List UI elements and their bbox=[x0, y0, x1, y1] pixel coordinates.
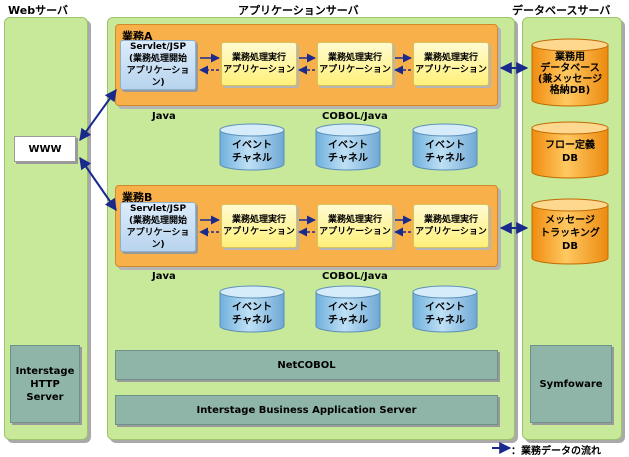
lane-b-channel-1-line-2: チャネル bbox=[232, 315, 272, 326]
lane-a-app-2-line-2: アプリケーション bbox=[319, 65, 391, 75]
lane-a-app-2-line-1: 業務処理実行 bbox=[327, 53, 382, 63]
db-flow: フロー定義 DB bbox=[532, 140, 608, 170]
interstage-http-server: Interstage HTTP Server bbox=[10, 345, 80, 423]
lane-b-channel-3-cylinder bbox=[412, 285, 478, 333]
lane-b-app-3-line-1: 業務処理実行 bbox=[423, 215, 478, 225]
lane-b-app-2-line-2: アプリケーション bbox=[319, 227, 391, 237]
lane-b-servlet-line-2: (業務処理開始 bbox=[128, 216, 188, 226]
lane-a-servlet-line-1: Servlet/JSP bbox=[129, 42, 187, 52]
lane-b-title: 業務B bbox=[122, 191, 153, 204]
lane-a-app-2: 業務処理実行 アプリケーション bbox=[317, 42, 393, 86]
ibas-bar: Interstage Business Application Server bbox=[115, 395, 498, 425]
db-tracking-line-2: トラッキング bbox=[540, 228, 600, 239]
lane-b-channel-3-line-1: イベント bbox=[425, 302, 465, 313]
lane-b-app-1-line-1: 業務処理実行 bbox=[231, 215, 286, 225]
lane-a-channel-2-cylinder bbox=[315, 123, 381, 171]
db-tracking: メッセージ トラッキング DB bbox=[532, 215, 608, 257]
lane-a-channel-3: イベント チャネル bbox=[413, 140, 477, 170]
lane-b-channel-2-cylinder bbox=[315, 285, 381, 333]
db-server-title: データベースサーバ bbox=[512, 4, 611, 17]
lane-a-app-1-line-1: 業務処理実行 bbox=[231, 53, 286, 63]
lane-a-app-3-line-2: アプリケーション bbox=[415, 65, 487, 75]
lane-a-servlet-line-3: アプリケーション) bbox=[126, 66, 190, 88]
lane-a-app-3-line-1: 業務処理実行 bbox=[423, 53, 478, 63]
lane-a-channel-1: イベント チャネル bbox=[220, 140, 284, 170]
lane-a-lang-java: Java bbox=[152, 111, 176, 122]
db-business-line-3: (兼メッセージ bbox=[537, 74, 603, 85]
arrow-www-lane-a bbox=[79, 89, 117, 141]
lane-b-app-3: 業務処理実行 アプリケーション bbox=[413, 204, 489, 248]
lane-b-channel-3-line-2: チャネル bbox=[425, 315, 465, 326]
web-server-title: Webサーバ bbox=[8, 4, 68, 17]
arrow-www-lane-b bbox=[79, 157, 117, 211]
lane-a-channel-3-line-2: チャネル bbox=[425, 153, 465, 164]
lane-b-channel-2-line-1: イベント bbox=[328, 302, 368, 313]
lane-b-channel-1: イベント チャネル bbox=[220, 302, 284, 332]
legend-label: ：業務データの流れ bbox=[511, 446, 601, 457]
lane-b-lang-cobol: COBOL/Java bbox=[322, 271, 388, 282]
lane-a-channel-2: イベント チャネル bbox=[316, 140, 380, 170]
http-server-line-3: Server bbox=[26, 391, 64, 403]
lane-b-app-1: 業務処理実行 アプリケーション bbox=[221, 204, 297, 248]
lane-b-channel-1-line-1: イベント bbox=[232, 302, 272, 313]
lane-a-channel-1-line-1: イベント bbox=[232, 140, 272, 151]
lane-b-servlet-box: Servlet/JSP (業務処理開始 アプリケーション) bbox=[120, 202, 196, 252]
lane-b-servlet-line-1: Servlet/JSP bbox=[129, 204, 187, 214]
db-business-line-2: データベース bbox=[540, 63, 600, 74]
lane-a-channel-2-line-2: チャネル bbox=[328, 153, 368, 164]
lane-b-app-1-line-2: アプリケーション bbox=[223, 227, 295, 237]
lane-a-app-1-line-2: アプリケーション bbox=[223, 65, 295, 75]
db-cylinder-tracking bbox=[531, 198, 609, 265]
lane-a-app-3: 業務処理実行 アプリケーション bbox=[413, 42, 489, 86]
lane-a-channel-3-cylinder bbox=[412, 123, 478, 171]
lane-b-app-3-line-2: アプリケーション bbox=[415, 227, 487, 237]
lane-a-channel-1-line-2: チャネル bbox=[232, 153, 272, 164]
db-flow-line-2: DB bbox=[562, 153, 578, 164]
lane-b-channel-2: イベント チャネル bbox=[316, 302, 380, 332]
lane-b-channel-1-cylinder bbox=[219, 285, 285, 333]
lane-b-channel-3: イベント チャネル bbox=[413, 302, 477, 332]
lane-a-lang-cobol: COBOL/Java bbox=[322, 111, 388, 122]
lane-a-servlet-line-2: (業務処理開始 bbox=[128, 54, 188, 64]
db-business: 業務用 データベース (兼メッセージ 格納DB) bbox=[532, 52, 608, 102]
db-tracking-line-3: DB bbox=[562, 241, 578, 252]
www-box: WWW bbox=[14, 136, 76, 162]
lane-a-channel-1-cylinder bbox=[219, 123, 285, 171]
lane-b-app-2: 業務処理実行 アプリケーション bbox=[317, 204, 393, 248]
netcobol-bar: NetCOBOL bbox=[115, 350, 498, 380]
symfoware-box: Symfoware bbox=[530, 345, 612, 423]
db-business-line-1: 業務用 bbox=[555, 52, 585, 63]
db-cylinder-business bbox=[531, 38, 609, 107]
lane-b-servlet-line-3: アプリケーション) bbox=[126, 228, 190, 250]
db-cylinder-flow bbox=[531, 121, 609, 179]
lane-a-channel-2-line-1: イベント bbox=[328, 140, 368, 151]
db-business-line-4: 格納DB) bbox=[549, 85, 591, 96]
lane-a-app-1: 業務処理実行 アプリケーション bbox=[221, 42, 297, 86]
app-server-title: アプリケーションサーバ bbox=[238, 4, 359, 17]
db-flow-line-1: フロー定義 bbox=[545, 140, 595, 151]
db-tracking-line-1: メッセージ bbox=[545, 215, 595, 226]
lane-b-app-2-line-1: 業務処理実行 bbox=[327, 215, 382, 225]
lane-b-lang-java: Java bbox=[152, 271, 176, 282]
lane-b-channel-2-line-2: チャネル bbox=[328, 315, 368, 326]
lane-a-channel-3-line-1: イベント bbox=[425, 140, 465, 151]
http-server-line-2: HTTP bbox=[30, 378, 60, 390]
http-server-line-1: Interstage bbox=[15, 365, 75, 377]
lane-a-servlet-box: Servlet/JSP (業務処理開始 アプリケーション) bbox=[120, 40, 196, 90]
lane-a-title: 業務A bbox=[122, 30, 153, 43]
